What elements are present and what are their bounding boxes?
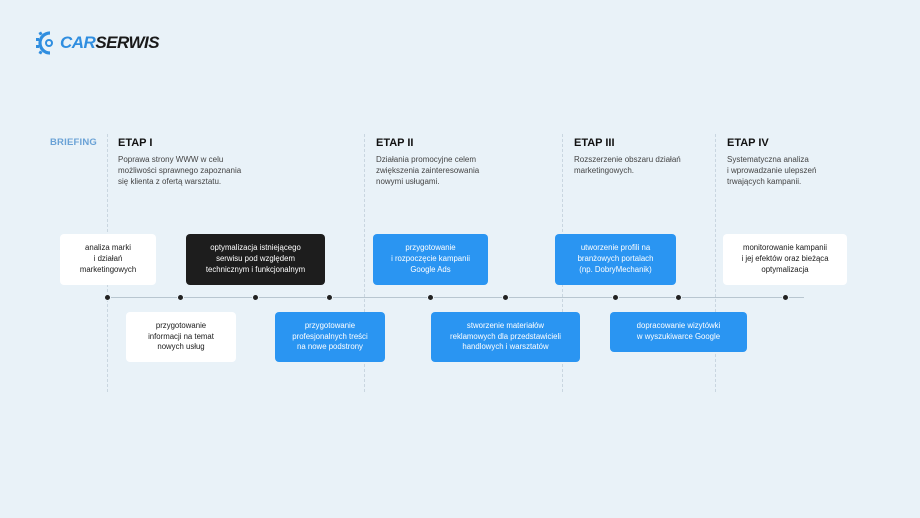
timeline-dot — [502, 294, 509, 301]
timeline-dot — [326, 294, 333, 301]
task-website-optimization: optymalizacja istniejącego serwisu pod w… — [186, 234, 325, 285]
gear-logo-icon — [36, 31, 53, 55]
task-new-subpages-content: przygotowanie profesjonalnych treści na … — [275, 312, 385, 362]
stage-2-title: ETAP II — [376, 137, 414, 149]
stage-divider — [364, 134, 365, 392]
stage-1-title: ETAP I — [118, 137, 153, 149]
timeline-dot — [427, 294, 434, 301]
stage-1-description: Poprawa strony WWW w celu możliwości spr… — [118, 155, 242, 187]
task-industry-portals: utworzenie profili na branżowych portala… — [555, 234, 676, 285]
timeline-dot — [782, 294, 789, 301]
timeline-dot — [612, 294, 619, 301]
task-google-business-profile: dopracowanie wizytówki w wyszukiwarce Go… — [610, 312, 747, 352]
carserwis-logo: CARSERWIS — [36, 30, 160, 56]
task-advertising-materials: stworzenie materiałów reklamowych dla pr… — [431, 312, 580, 362]
timeline-dot — [252, 294, 259, 301]
task-brand-analysis: analiza marki i działań marketingowych — [60, 234, 156, 285]
stage-2-description: Działania promocyjne celem zwiększenia z… — [376, 155, 480, 187]
stage-4-title: ETAP IV — [727, 137, 769, 149]
logo-wordmark: CARSERWIS — [60, 33, 160, 52]
stage-3-title: ETAP III — [574, 137, 615, 149]
task-new-services-info: przygotowanie informacji na temat nowych… — [126, 312, 236, 362]
timeline-dot — [675, 294, 682, 301]
briefing-label: BRIEFING — [50, 137, 97, 148]
stage-divider — [715, 134, 716, 392]
timeline-dot — [177, 294, 184, 301]
stage-4-description: Systematyczna analiza i wprowadzanie ule… — [727, 155, 817, 187]
stage-3-description: Rozszerzenie obszaru działań marketingow… — [574, 155, 681, 176]
task-campaign-monitoring: monitorowanie kampanii i jej efektów ora… — [723, 234, 847, 285]
timeline-dot — [104, 294, 111, 301]
timeline-axis — [104, 297, 804, 298]
task-google-ads: przygotowanie i rozpoczęcie kampanii Goo… — [373, 234, 488, 285]
